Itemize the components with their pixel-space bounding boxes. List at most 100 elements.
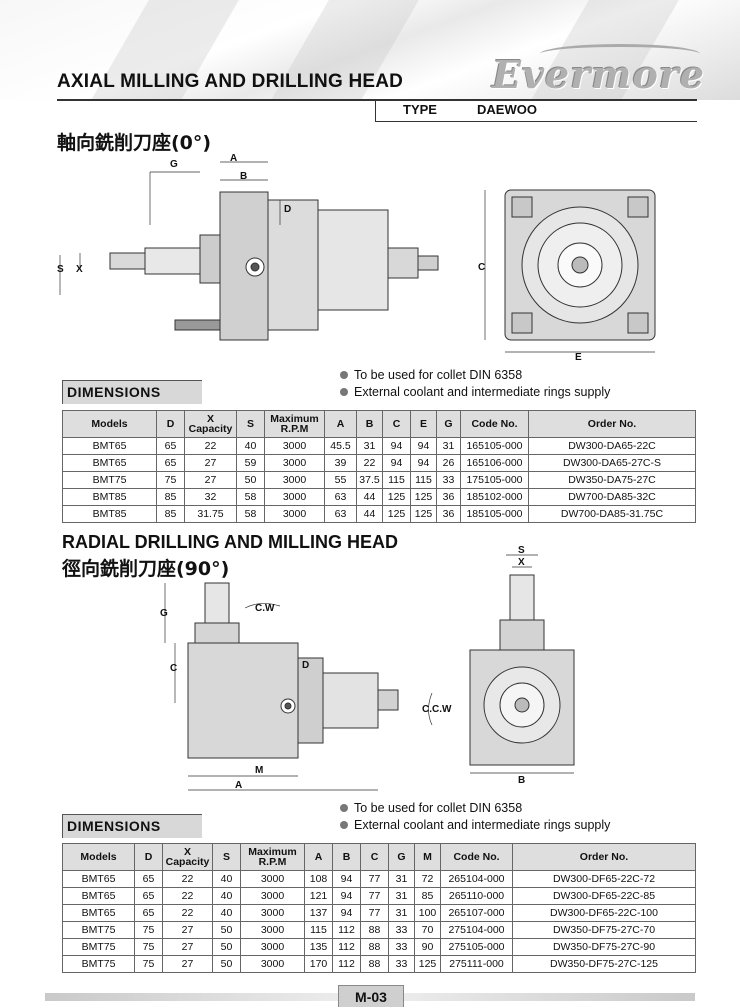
table-cell: 165106-000 [460, 454, 529, 472]
dim-label-g-radial: G [160, 608, 168, 619]
table-cell: 33 [388, 955, 415, 973]
dim-label-b-radial: B [518, 775, 525, 785]
table-header-cell: D [134, 843, 163, 871]
table-cell: 33 [388, 921, 415, 939]
radial-notes: To be used for collet DIN 6358 External … [340, 800, 610, 834]
table-cell: 185105-000 [460, 505, 529, 523]
type-label: TYPE [403, 102, 437, 117]
table-header-cell: Models [62, 410, 157, 438]
table-cell: 265104-000 [440, 870, 513, 888]
table-cell: 33 [388, 938, 415, 956]
dim-label-a: A [230, 153, 237, 164]
table-cell: BMT75 [62, 955, 135, 973]
table-cell: DW350-DF75-27C-90 [512, 938, 696, 956]
table-cell: 185102-000 [460, 488, 529, 506]
table-cell: 112 [332, 938, 361, 956]
table-cell: 70 [414, 921, 441, 939]
table-cell: DW700-DA85-32C [528, 488, 696, 506]
table-cell: 58 [236, 488, 265, 506]
table-cell: 88 [360, 921, 389, 939]
table-header-cell: G [436, 410, 461, 438]
table-header-cell: Order No. [528, 410, 696, 438]
table-cell: 3000 [264, 505, 325, 523]
table-cell: 65 [156, 454, 185, 472]
dim-label-b: B [240, 171, 247, 182]
table-cell: 275105-000 [440, 938, 513, 956]
table-cell: 125 [410, 505, 437, 523]
table-header-cell: Order No. [512, 843, 696, 871]
table-cell: 22 [162, 887, 213, 905]
table-cell: 165105-000 [460, 437, 529, 455]
table-header-cell: C [382, 410, 411, 438]
table-cell: 45.5 [324, 437, 357, 455]
table-cell: 63 [324, 488, 357, 506]
table-cell: 65 [134, 904, 163, 922]
table-cell: 100 [414, 904, 441, 922]
table-cell: 22 [184, 437, 237, 455]
table-header-cell: E [410, 410, 437, 438]
table-cell: 170 [304, 955, 333, 973]
axial-dimensions-badge: DIMENSIONS [62, 380, 202, 404]
table-cell: 27 [162, 955, 213, 973]
table-cell: 31 [388, 887, 415, 905]
table-cell: DW350-DA75-27C [528, 471, 696, 489]
table-cell: 40 [212, 904, 241, 922]
table-cell: 3000 [240, 921, 305, 939]
table-cell: 36 [436, 488, 461, 506]
table-cell: 31 [388, 870, 415, 888]
table-cell: BMT85 [62, 488, 157, 506]
table-cell: 3000 [264, 437, 325, 455]
table-cell: 40 [212, 887, 241, 905]
table-cell: 3000 [240, 955, 305, 973]
table-header-cell: B [332, 843, 361, 871]
table-cell: 3000 [240, 938, 305, 956]
table-cell: 275104-000 [440, 921, 513, 939]
table-cell: 44 [356, 505, 383, 523]
table-header-cell: Models [62, 843, 135, 871]
dim-label-s: S [57, 264, 64, 275]
table-cell: 94 [382, 454, 411, 472]
dim-label-m-radial: M [255, 765, 263, 776]
table-cell: 31 [436, 437, 461, 455]
table-cell: 75 [134, 938, 163, 956]
table-cell: BMT65 [62, 454, 157, 472]
table-cell: BMT65 [62, 887, 135, 905]
table-header-cell: A [324, 410, 357, 438]
table-cell: 65 [134, 887, 163, 905]
radial-side-drawing: G C D M A C.W [160, 582, 399, 791]
axial-zh-title: 軸向銑削刀座(0°) [57, 132, 212, 154]
table-cell: 275111-000 [440, 955, 513, 973]
dim-label-e: E [575, 352, 582, 360]
table-cell: BMT65 [62, 904, 135, 922]
table-cell: 65 [134, 870, 163, 888]
table-cell: 31 [388, 904, 415, 922]
table-cell: 3000 [240, 904, 305, 922]
radial-dimensions-badge: DIMENSIONS [62, 814, 202, 838]
table-header-cell: S [212, 843, 241, 871]
table-cell: 135 [304, 938, 333, 956]
table-cell: 40 [212, 870, 241, 888]
table-cell: 27 [162, 938, 213, 956]
table-header-cell: G [388, 843, 415, 871]
table-cell: 50 [212, 921, 241, 939]
dim-label-c: C [478, 262, 485, 273]
table-cell: 59 [236, 454, 265, 472]
table-cell: 125 [414, 955, 441, 973]
table-cell: 50 [212, 955, 241, 973]
table-cell: 125 [382, 505, 411, 523]
table-cell: 26 [436, 454, 461, 472]
table-header-cell: C [360, 843, 389, 871]
table-cell: 115 [382, 471, 411, 489]
dim-label-d: D [284, 204, 291, 215]
table-cell: 27 [184, 471, 237, 489]
table-cell: 121 [304, 887, 333, 905]
table-cell: 175105-000 [460, 471, 529, 489]
table-cell: DW300-DA65-27C-S [528, 454, 696, 472]
table-cell: DW350-DF75-27C-70 [512, 921, 696, 939]
table-cell: 55 [324, 471, 357, 489]
